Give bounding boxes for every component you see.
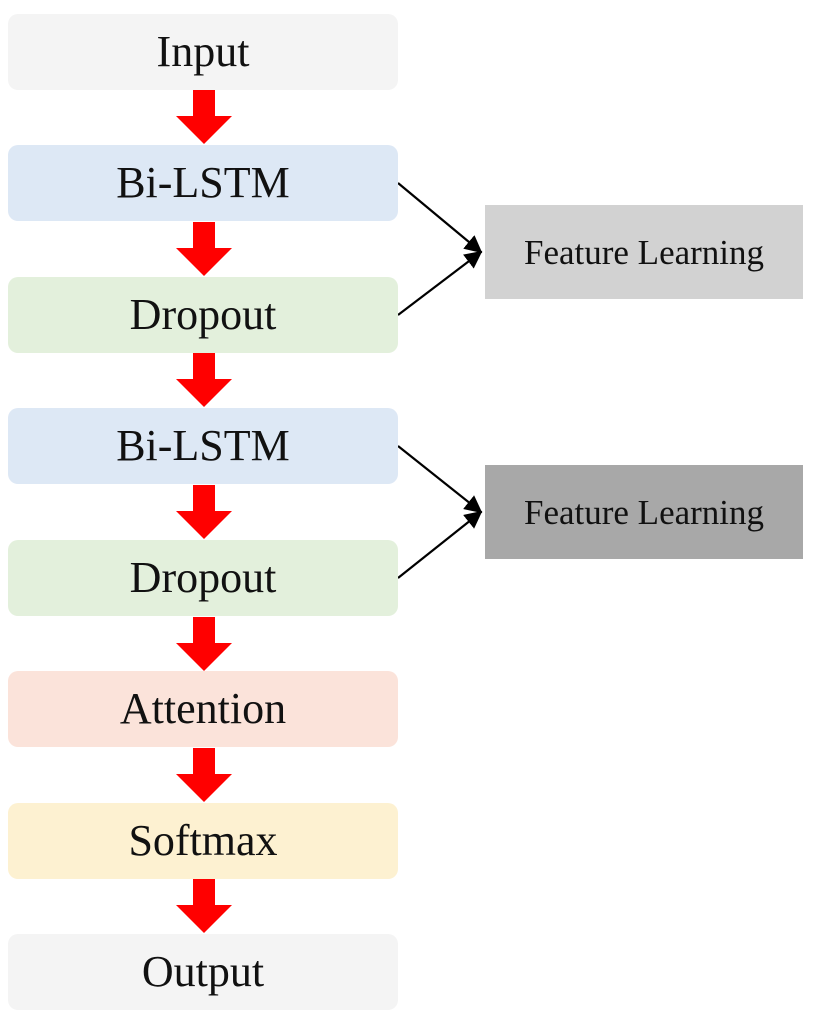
feature-learning-node-1-label: Feature Learning xyxy=(523,232,765,272)
softmax-node: Softmax xyxy=(8,803,398,879)
feature-learning-node-2: Feature Learning xyxy=(485,465,803,559)
flow-arrow-1 xyxy=(176,90,232,144)
input-node-label: Input xyxy=(156,27,250,76)
input-node: Input xyxy=(8,14,398,90)
dropout-node-1-label: Dropout xyxy=(129,290,277,339)
bilstm-node-2-label: Bi-LSTM xyxy=(116,421,290,470)
bilstm-node-1: Bi-LSTM xyxy=(8,145,398,221)
softmax-node-label: Softmax xyxy=(128,816,278,865)
output-node-label: Output xyxy=(141,947,265,996)
connector-dropout-2-to-feature-learning-2 xyxy=(397,510,483,579)
feature-learning-node-1: Feature Learning xyxy=(485,205,803,299)
attention-node: Attention xyxy=(8,671,398,747)
dropout-node-1: Dropout xyxy=(8,277,398,353)
dropout-node-2-label: Dropout xyxy=(129,553,277,602)
connector-bilstm-1-to-feature-learning-1 xyxy=(397,182,483,254)
connector-dropout-1-to-feature-learning-1 xyxy=(397,250,483,316)
flow-arrow-2 xyxy=(176,222,232,276)
attention-node-label: Attention xyxy=(119,684,287,733)
bilstm-node-2: Bi-LSTM xyxy=(8,408,398,484)
dropout-node-2: Dropout xyxy=(8,540,398,616)
bilstm-node-1-label: Bi-LSTM xyxy=(116,158,290,207)
flow-arrow-5 xyxy=(176,617,232,671)
output-node: Output xyxy=(8,934,398,1010)
flow-arrow-7 xyxy=(176,879,232,933)
flow-arrow-4 xyxy=(176,485,232,539)
flow-arrow-3 xyxy=(176,353,232,407)
flow-arrow-6 xyxy=(176,748,232,802)
feature-learning-node-2-label: Feature Learning xyxy=(523,492,765,532)
connector-bilstm-2-to-feature-learning-2 xyxy=(397,445,483,514)
